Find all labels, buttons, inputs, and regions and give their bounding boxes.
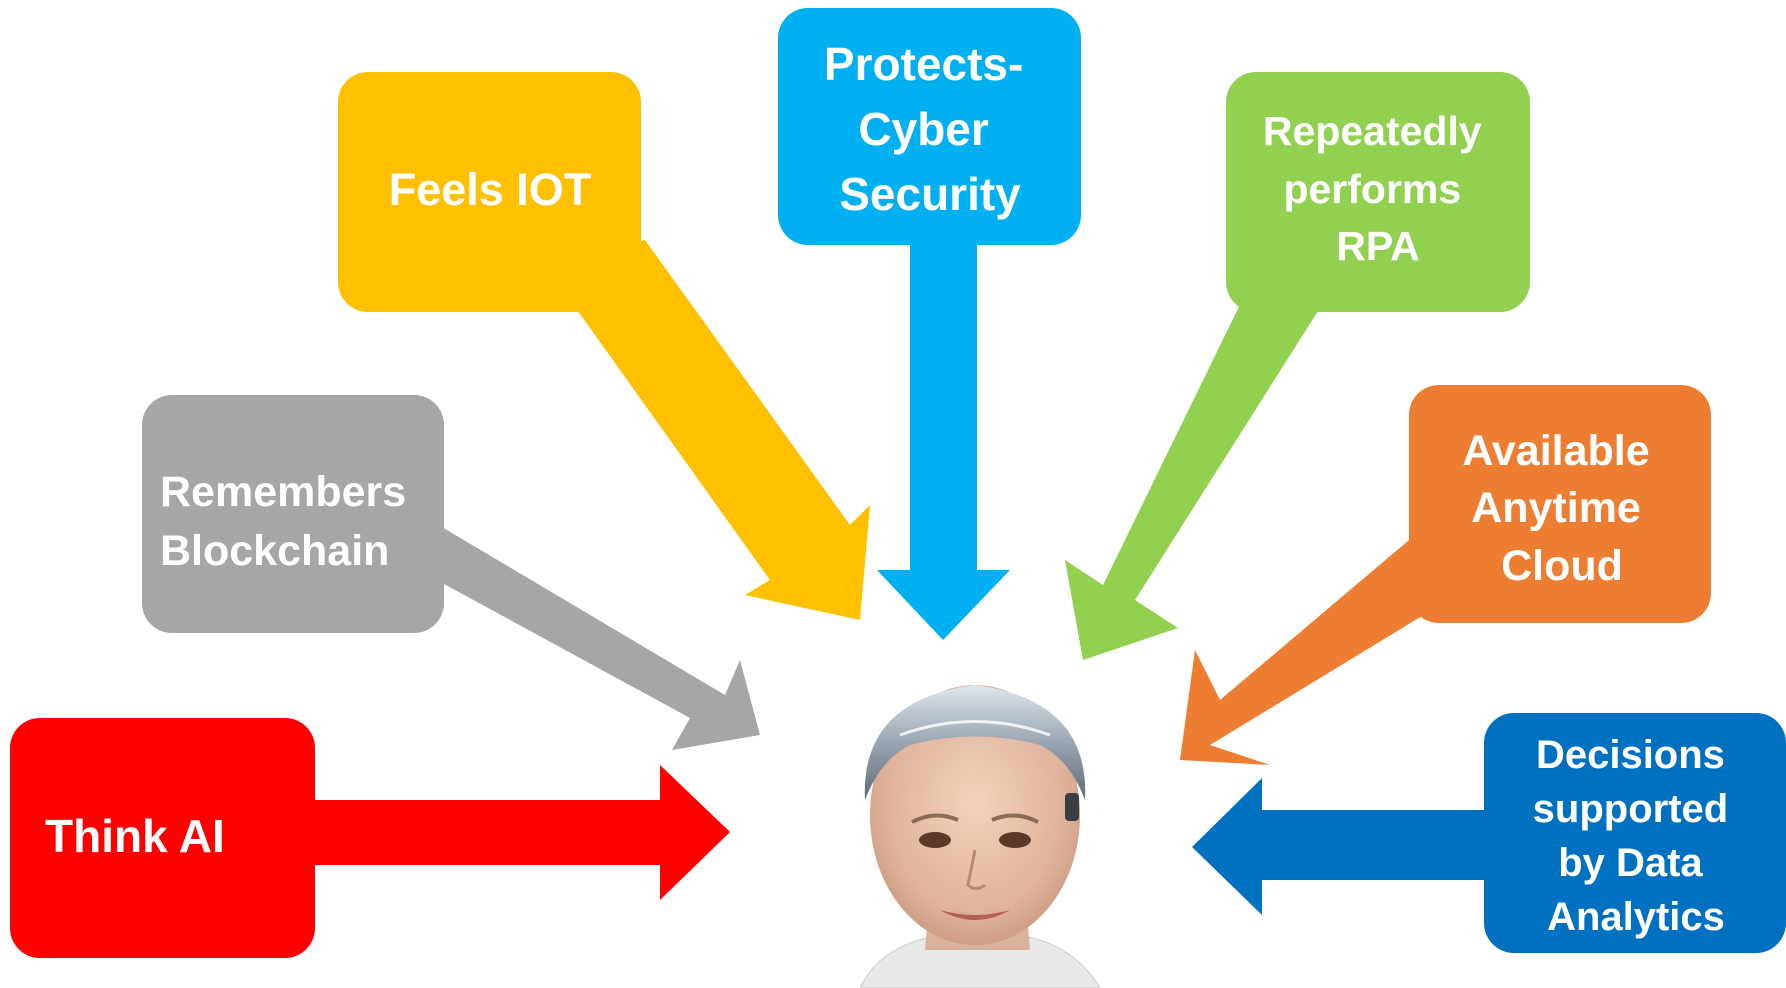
box-think-ai — [10, 718, 315, 958]
label-line: Repeatedly — [1263, 108, 1482, 154]
robot-left-brow — [911, 813, 959, 824]
label-line: Security — [839, 168, 1021, 220]
label-decisions-supported-by-data-analytics: Decisions supported by Data Analytics — [1533, 733, 1740, 939]
label-think-ai: Think AI — [45, 810, 225, 862]
robot-left-eye — [919, 832, 951, 848]
label-line: performs — [1283, 166, 1461, 212]
label-feels-iot: Feels IOT — [389, 164, 592, 215]
box-available-anytime-cloud — [1409, 385, 1711, 623]
robot-skull-seam — [899, 720, 1051, 737]
label-line: Remembers — [160, 468, 406, 516]
label-repeatedly-performs-rpa: Repeatedly performs RPA — [1263, 108, 1493, 269]
box-remembers-blockchain — [142, 395, 444, 633]
label-remembers-blockchain: Remembers Blockchain — [160, 468, 418, 575]
label-line: RPA — [1336, 223, 1420, 269]
connector-arrows — [300, 230, 1495, 915]
arrow-repeatedly-performs-rpa — [1065, 280, 1325, 660]
label-protects-cyber-security: Protects- Cyber Security — [824, 38, 1036, 220]
robot-head-image — [859, 685, 1101, 988]
label-line: Analytics — [1547, 895, 1725, 939]
label-line: Blockchain — [160, 527, 389, 575]
label-line: Think AI — [45, 810, 225, 862]
arrow-remembers-blockchain — [400, 520, 760, 750]
label-available-anytime-cloud: Available Anytime Cloud — [1462, 427, 1661, 590]
robot-skull-cap — [864, 685, 1086, 800]
robot-nose — [966, 849, 986, 890]
label-line: by Data — [1558, 841, 1703, 885]
arrow-think-ai — [300, 765, 730, 900]
box-protects-cyber-security — [778, 8, 1081, 245]
label-line: supported — [1533, 787, 1729, 831]
label-line: Cyber — [858, 103, 988, 155]
label-line: Protects- — [824, 38, 1023, 90]
concept-boxes — [10, 8, 1786, 958]
box-repeatedly-performs-rpa — [1226, 72, 1530, 312]
label-line: Cloud — [1501, 542, 1623, 590]
label-line: Decisions — [1536, 733, 1725, 777]
label-line: Anytime — [1471, 484, 1641, 532]
box-feels-iot — [338, 72, 641, 312]
box-decisions-supported-by-data-analytics — [1484, 713, 1786, 953]
arrow-available-anytime-cloud — [1180, 535, 1440, 765]
robot-right-eye — [999, 832, 1031, 848]
robot-mouth — [940, 910, 1010, 920]
robot-ear-port — [1065, 793, 1079, 821]
arrow-protects-cyber-security — [877, 230, 1010, 640]
arrow-feels-iot — [555, 240, 870, 620]
robot-right-brow — [991, 813, 1039, 824]
label-line: Feels IOT — [389, 164, 592, 215]
arrow-decisions-supported-by-data-analytics — [1192, 778, 1495, 915]
label-line: Available — [1462, 427, 1649, 475]
concept-labels: Think AI Remembers Blockchain Feels IOT … — [45, 38, 1740, 939]
robot-face — [870, 685, 1080, 945]
